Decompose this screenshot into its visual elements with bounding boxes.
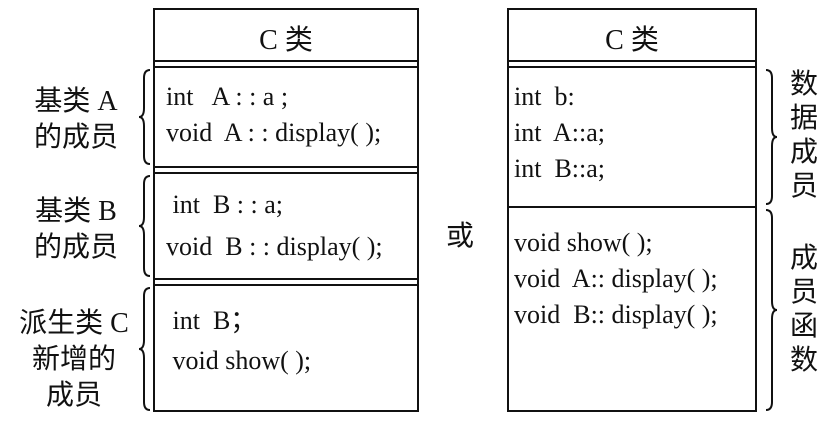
label-derived-c-line1: 派生类 C <box>19 308 129 339</box>
right-class-title: C 类 <box>605 25 659 56</box>
left-section-a-code-1: int A : : a ; <box>166 82 289 111</box>
left-section-b-code-2: void B : : display( ); <box>166 232 383 261</box>
left-section-c-code-1: int B； <box>166 306 257 335</box>
left-section-a-divider-2 <box>153 172 419 174</box>
label-derived-c-line2: 新增的 <box>31 344 116 375</box>
label-base-b-line1: 基类 B <box>35 196 117 227</box>
brace-member-functions <box>765 209 778 411</box>
right-member-function-2: void A:: display( ); <box>514 264 718 293</box>
right-section-divider <box>507 206 757 208</box>
right-title-divider-2 <box>507 66 757 68</box>
right-data-member-2: int A::a; <box>514 118 605 147</box>
label-data-1: 数 <box>789 69 818 100</box>
left-section-a-divider <box>153 166 419 168</box>
right-data-member-3: int B::a; <box>514 154 605 183</box>
brace-derived-c <box>138 287 151 411</box>
label-data-4: 员 <box>789 171 818 202</box>
left-section-b-code-1: int B : : a; <box>166 190 284 219</box>
label-func-4: 数 <box>789 345 818 376</box>
label-base-a-line1: 基类 A <box>34 86 118 117</box>
label-func-3: 函 <box>789 311 818 342</box>
label-base-b-line2: 的成员 <box>33 232 118 263</box>
right-member-function-1: void show( ); <box>514 228 653 257</box>
right-class-box <box>507 8 757 412</box>
left-title-divider <box>153 60 419 62</box>
left-section-b-divider <box>153 278 419 280</box>
label-func-2: 员 <box>789 277 818 308</box>
left-class-title: C 类 <box>259 25 313 56</box>
brace-base-b <box>138 175 151 277</box>
right-data-member-1: int b: <box>514 82 575 111</box>
brace-data-members <box>765 69 778 205</box>
brace-base-a <box>138 69 151 165</box>
label-data-2: 据 <box>789 103 818 134</box>
label-base-a-line2: 的成员 <box>33 122 118 153</box>
left-section-a-code-2: void A : : display( ); <box>166 118 382 147</box>
connector-or: 或 <box>446 221 475 252</box>
left-section-c-code-2: void show( ); <box>166 346 312 375</box>
label-func-1: 成 <box>789 243 818 274</box>
label-derived-c-line3: 成员 <box>45 380 102 411</box>
left-title-divider-2 <box>153 66 419 68</box>
left-section-b-divider-2 <box>153 284 419 286</box>
right-title-divider <box>507 60 757 62</box>
right-member-function-3: void B:: display( ); <box>514 300 718 329</box>
label-data-3: 成 <box>789 137 818 168</box>
left-class-box <box>153 8 419 412</box>
